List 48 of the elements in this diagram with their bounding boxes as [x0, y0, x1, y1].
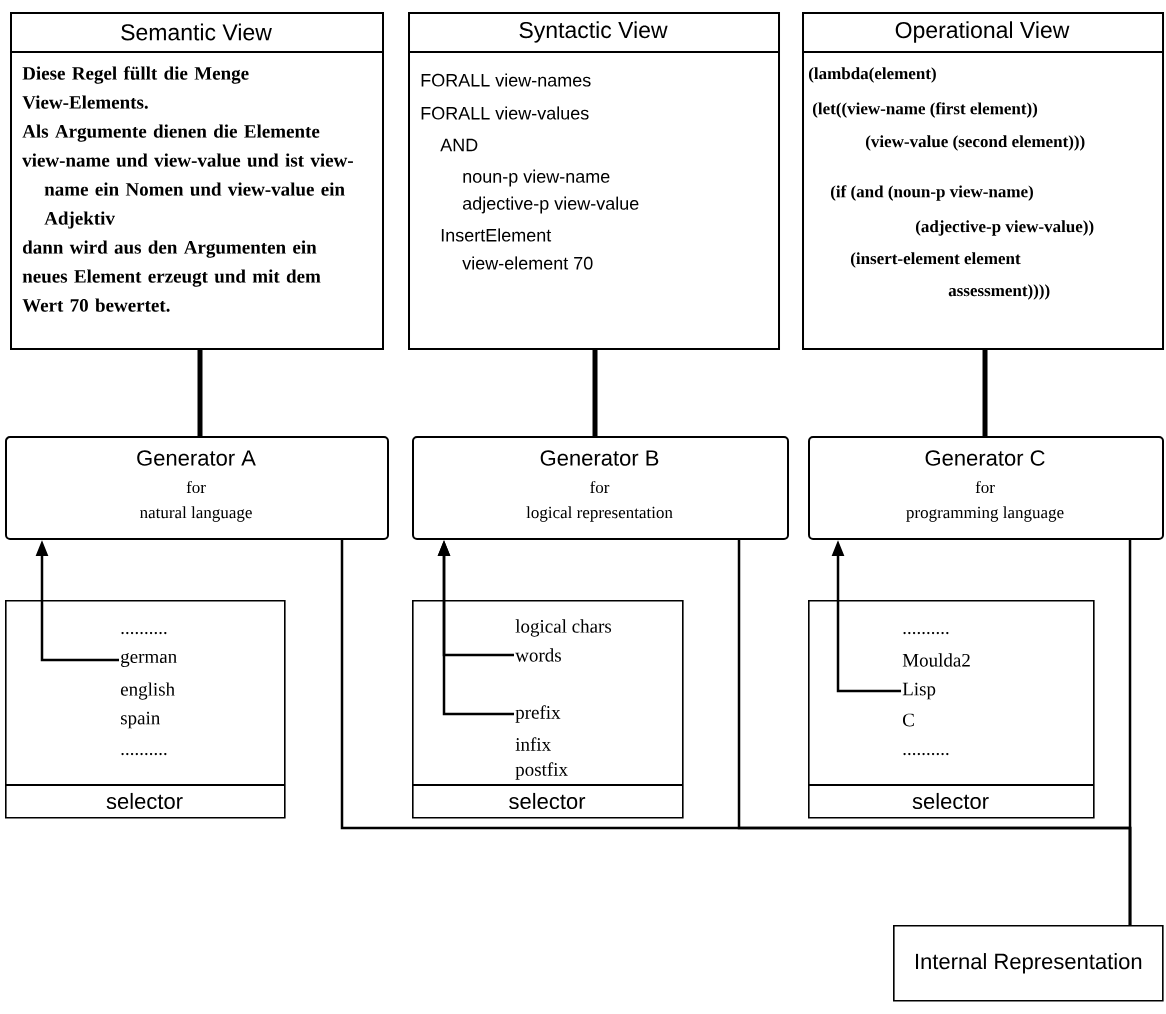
generator-text: natural language: [140, 506, 252, 522]
code-line: (if (and (noun-p view-name): [830, 185, 1033, 201]
code-line: (let((view-name (first element)): [812, 102, 1038, 118]
generator-text: programming language: [906, 506, 1064, 522]
connector-line: [592, 350, 598, 436]
code-line: assessment)))): [948, 284, 1050, 300]
generator-title: Generator B: [540, 450, 659, 466]
list-item: ..........: [121, 752, 167, 756]
list-item: words: [515, 648, 561, 662]
list-item: C: [903, 713, 914, 727]
list-item: german: [121, 653, 177, 667]
code-line: adjective-p view-value: [463, 196, 639, 214]
list-item: prefix: [515, 705, 561, 723]
code-line: FORALL view-names: [421, 73, 591, 87]
code-line: (view-value (second element))): [865, 135, 1085, 151]
generator-text: logical representation: [526, 506, 673, 522]
panel-title: Semantic View: [121, 23, 272, 41]
list-item: infix: [515, 737, 551, 751]
panel-title: Operational View: [895, 21, 1070, 43]
code-line: FORALL view-values: [421, 106, 589, 120]
connector-line: [197, 350, 203, 436]
generator-text: for: [186, 480, 206, 494]
generator-title: Generator A: [137, 450, 256, 466]
connector-line: [982, 350, 988, 436]
list-item: postfix: [515, 762, 568, 780]
generator-text: for: [590, 480, 610, 494]
panel-title: Syntactic View: [519, 21, 668, 43]
list-item: Lisp: [902, 682, 936, 700]
list-item: Moulda2: [902, 653, 970, 667]
code-line: view-element 70: [462, 256, 593, 270]
connector-line: [1128, 540, 1132, 925]
list-item: ..........: [903, 631, 949, 635]
generator-text: for: [975, 480, 995, 494]
code-line: (insert-element element: [850, 252, 1021, 268]
list-item: ..........: [121, 631, 167, 635]
code-line: InsertElement: [441, 228, 552, 242]
representation-box: Internal Representation: [893, 925, 1164, 1002]
list-item: logical chars: [515, 619, 612, 637]
body-text: dann wird aus den Argumenten ein neues Element erzeugt und mit dem Wert 70 bewertet.: [22, 240, 321, 312]
list-item: ..........: [903, 752, 949, 756]
list-item: spain: [121, 711, 160, 729]
code-line: noun-p view-name: [463, 169, 610, 187]
code-line: (lambda(element): [808, 67, 936, 83]
body-text: Diese Regel füllt die Menge View-Elements.: [22, 66, 249, 109]
code-line: (adjective-p view-value)): [915, 220, 1094, 236]
generator-title: Generator C: [925, 450, 1045, 466]
code-line: AND: [440, 138, 478, 152]
list-item: english: [120, 682, 175, 700]
